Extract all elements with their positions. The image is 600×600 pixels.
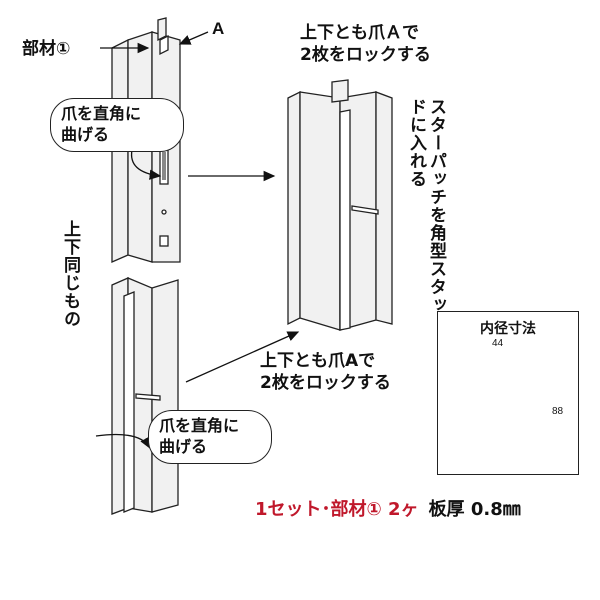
star-patch-note: スターパッチを角型スタッドに入れる	[406, 98, 446, 314]
same-part-note: 上下同じもの	[60, 220, 80, 328]
tab-a-label: A	[212, 19, 225, 38]
top-note-line2: 2枚をロックする	[300, 45, 431, 65]
mid-note-line1: 上下とも爪Aで	[260, 351, 376, 371]
bubble-bottom-line1: 爪を直角に	[159, 416, 240, 435]
leader-lines	[95, 31, 300, 450]
mid-note: 上下とも爪Aで 2枚をロックする	[260, 350, 391, 394]
flow-arrow-bottom	[185, 331, 300, 383]
assembled-stud	[287, 79, 393, 331]
part-label: 部材①	[22, 39, 71, 59]
height-dimension: 88	[552, 406, 564, 417]
bubble-top: 爪を直角に 曲げる	[50, 98, 184, 152]
mid-note-line2: 2枚をロックする	[260, 373, 391, 393]
width-dimension: 44	[492, 338, 504, 349]
plate-thickness: 板厚 0.8㎜	[428, 499, 521, 520]
top-note: 上下とも爪Ａで 2枚をロックする	[300, 22, 431, 66]
bubble-top-line2: 曲げる	[61, 125, 110, 144]
inset-title: 内径寸法	[480, 321, 536, 337]
spec-line: 1セット･部材① 2ヶ板厚 0.8㎜	[255, 495, 521, 521]
tab-a-leader	[178, 31, 209, 45]
bubble-bottom-line2: 曲げる	[159, 437, 208, 456]
bubble-bottom: 爪を直角に 曲げる	[148, 410, 272, 464]
bubble-bottom-leader	[95, 433, 151, 450]
lower-part	[111, 277, 179, 515]
bubble-top-line1: 爪を直角に	[61, 104, 142, 123]
inner-dimension-box: 内径寸法	[437, 311, 579, 475]
set-quantity: 1セット･部材① 2ヶ	[255, 499, 419, 520]
top-note-line1: 上下とも爪Ａで	[300, 23, 419, 43]
bubble-top-leader	[130, 149, 162, 180]
